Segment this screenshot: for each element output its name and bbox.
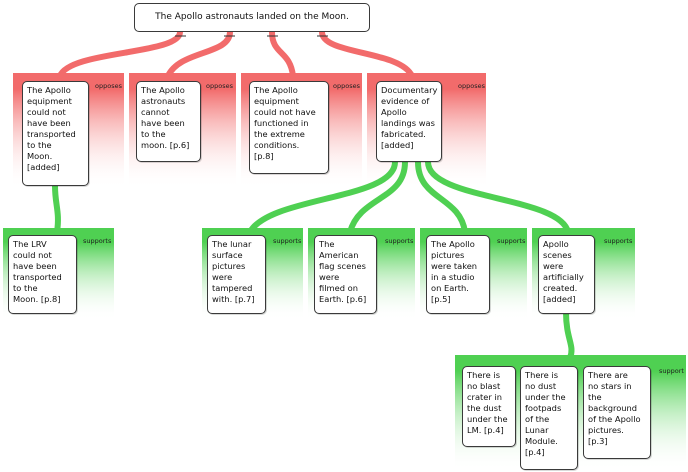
support-connectors: [52, 159, 575, 361]
root-claim[interactable]: The Apollo astronauts landed on the Moon…: [134, 3, 370, 32]
support-node[interactable]: Apollo scenes were artificially created.…: [538, 235, 595, 314]
objection-node[interactable]: Documentary evidence of Apollo landings …: [376, 81, 442, 162]
objection-node[interactable]: The Apollo equipment could not have func…: [249, 81, 329, 174]
objection-label: opposes: [333, 82, 360, 90]
support-label: supports: [497, 237, 526, 245]
support-node[interactable]: The American flag scenes were filmed on …: [314, 235, 377, 314]
objection-label: opposes: [206, 82, 233, 90]
oppose-connectors: [57, 29, 415, 79]
support-label: supports: [83, 237, 112, 245]
support-label: support: [659, 367, 684, 375]
support-node[interactable]: There is no dust under the footpads of t…: [520, 366, 578, 470]
support-node[interactable]: The lunar surface pictures were tampered…: [207, 235, 266, 314]
objection-node[interactable]: The Apollo astronauts cannot have been t…: [136, 81, 201, 162]
support-node[interactable]: There are no stars in the background of …: [583, 366, 651, 459]
support-label: supports: [385, 237, 414, 245]
support-label: supports: [604, 237, 633, 245]
objection-label: opposes: [95, 82, 122, 90]
support-node[interactable]: The LRV could not have been transported …: [8, 235, 77, 314]
support-node[interactable]: The Apollo pictures were taken in a stud…: [426, 235, 490, 314]
objection-label: opposes: [458, 82, 485, 90]
objection-node[interactable]: The Apollo equipment could not have been…: [22, 81, 89, 186]
support-label: supports: [273, 237, 302, 245]
support-node[interactable]: There is no blast crater in the dust und…: [462, 366, 516, 447]
